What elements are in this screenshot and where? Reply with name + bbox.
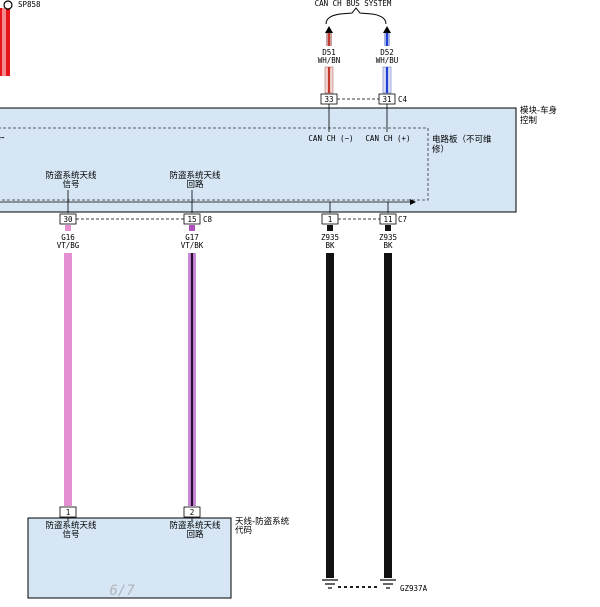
page-number: 6/7: [109, 583, 135, 599]
pin-33-label: 33: [324, 95, 333, 104]
g17-id: G17: [185, 233, 199, 242]
can-plus-label: CAN CH (+): [365, 134, 410, 143]
connector-c7-label: C7: [398, 215, 407, 224]
g16-wire: [64, 253, 72, 506]
module-name-line1: 模块-车身: [520, 105, 557, 116]
z935-wire-1: [326, 253, 334, 578]
g16-stub: [65, 225, 71, 231]
z935-stub-2: [385, 225, 391, 231]
z935-color-2: BK: [383, 241, 393, 250]
g17-color: VT/BK: [181, 241, 204, 250]
antenna-ret-line1: 防盗系统天线: [169, 520, 221, 531]
connector-c4-label: C4: [398, 95, 408, 104]
immobilizer-antenna: [27, 517, 232, 599]
antenna-pin-1-box: [59, 506, 77, 518]
circuit-board-outline: [0, 127, 429, 201]
pin-1-label: 1: [328, 215, 333, 224]
d51-color: WH/BN: [318, 56, 341, 65]
z935-color-1: BK: [325, 241, 335, 250]
antenna-ret-line2: 回路: [186, 529, 204, 540]
z935-wire-2: [384, 253, 392, 578]
z935-stub-1: [327, 225, 333, 231]
d51-arrow: [325, 26, 333, 33]
pin-11-label: 11: [383, 215, 392, 224]
g17-stub: [189, 225, 195, 231]
d52-id: D52: [380, 48, 394, 57]
antenna-name-line1: 天线-防盗系统: [235, 516, 290, 527]
sig-label-line2: 信号: [62, 179, 79, 190]
sig-label-line1: 防盗系统天线: [45, 170, 97, 181]
ret-label-line2: 回路: [186, 179, 204, 190]
module-name-line2: 控制: [520, 115, 537, 126]
antenna-name-line2: 代码: [235, 525, 252, 536]
antenna-sig-line1: 防盗系统天线: [45, 520, 97, 531]
d52-arrow: [383, 26, 391, 33]
pin-31-label: 31: [382, 95, 391, 104]
board-label-line2: 修）: [432, 144, 449, 155]
can-minus-label: CAN CH (−): [308, 134, 353, 143]
antenna-pin-1-label: 1: [66, 508, 71, 517]
g16-id: G16: [61, 233, 75, 242]
z935-id-2: Z935: [379, 233, 397, 242]
red-wire-highlight: [2, 8, 6, 76]
board-label-line1: 电路板（不可维: [432, 134, 492, 145]
connector-c8-label: C8: [203, 215, 213, 224]
can-bus-title: CAN CH BUS SYSTEM: [315, 0, 392, 8]
ground-label: GZ937A: [400, 584, 428, 593]
splice-label: SP858: [18, 0, 41, 9]
pin-30-label: 30: [63, 215, 73, 224]
left-stub-label: ⋯: [0, 133, 5, 142]
splice-node: [3, 0, 13, 10]
antenna-pin-2-label: 2: [190, 508, 195, 517]
d52-color: WH/BU: [376, 56, 399, 65]
can-bus-brace: [325, 7, 387, 25]
body-control-module: [0, 107, 517, 213]
z935-id-1: Z935: [321, 233, 339, 242]
pin-15-label: 15: [187, 215, 196, 224]
antenna-pin-2-box: [183, 506, 201, 518]
ground-bus-arrow: [410, 199, 416, 205]
d51-id: D51: [322, 48, 336, 57]
g16-color: VT/BG: [57, 241, 80, 250]
antenna-sig-line2: 信号: [62, 529, 79, 540]
ret-label-line1: 防盗系统天线: [169, 170, 221, 181]
